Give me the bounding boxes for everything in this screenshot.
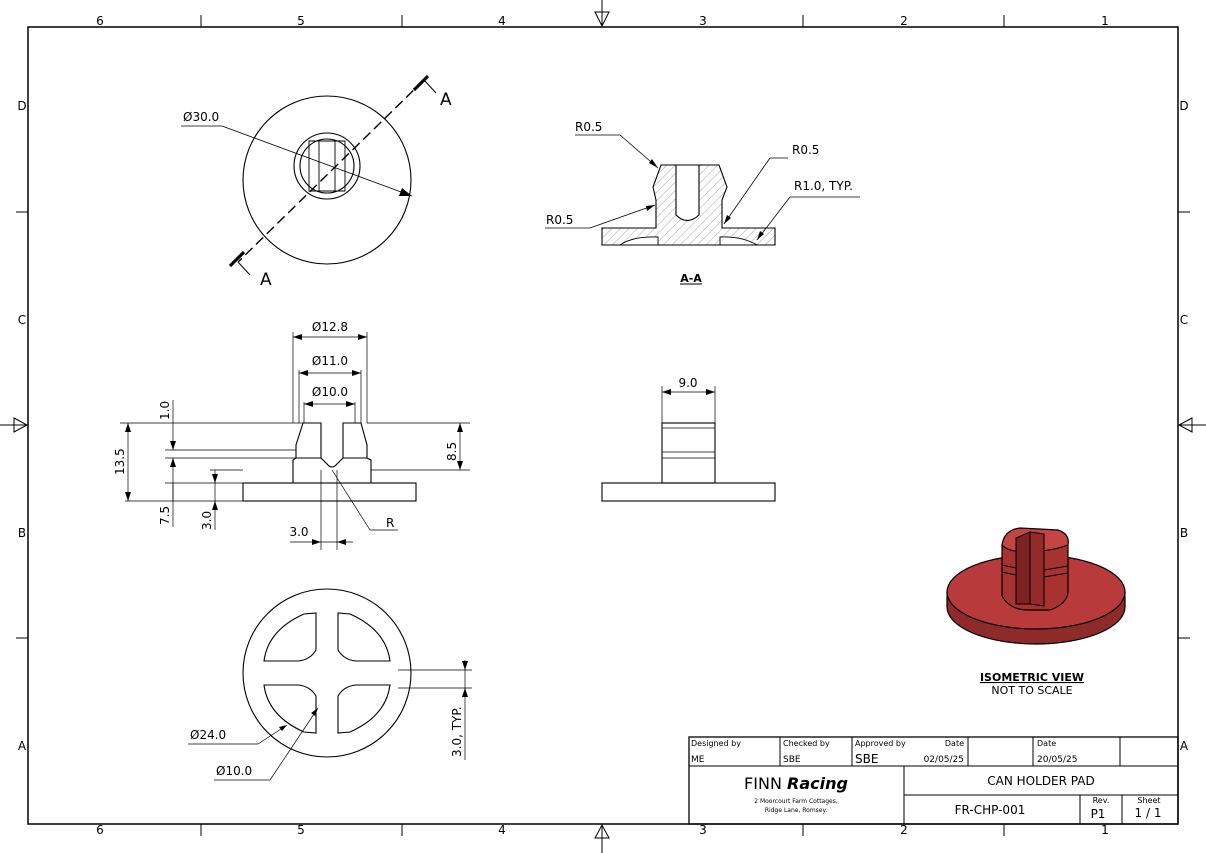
zone-label-top: 3: [699, 14, 707, 28]
bottom-diameter-label: Ø24.0: [190, 728, 226, 742]
iso-title: ISOMETRIC VIEW: [980, 671, 1084, 684]
section-title: A-A: [680, 272, 702, 285]
front-height-label: 1.0: [158, 401, 172, 420]
zone-label-bottom: 1: [1101, 823, 1109, 837]
iso-note: NOT TO SCALE: [991, 684, 1072, 697]
part-title: CAN HOLDER PAD: [987, 774, 1094, 788]
date1-value: 02/05/25: [924, 755, 964, 765]
side-width-label: 9.0: [678, 376, 697, 390]
part-number: FR-CHP-001: [955, 803, 1026, 817]
zone-label-top: 5: [297, 14, 305, 28]
section-radius-label: R0.5: [575, 120, 602, 134]
bottom-view: [188, 588, 472, 781]
zone-label-right: D: [1179, 99, 1188, 113]
date2-label: Date: [1037, 739, 1056, 748]
zone-label-right: C: [1180, 313, 1188, 327]
front-width-label: 3.0: [289, 525, 308, 539]
top-view: [181, 74, 437, 276]
company-name: FINN Racing: [744, 774, 848, 793]
company-address: Ridge Lane, Romsey.: [765, 807, 827, 814]
section-view: [545, 134, 860, 285]
zone-label-top: 2: [900, 14, 908, 28]
zone-label-left: A: [18, 739, 27, 753]
top-view-diameter-label: Ø30.0: [183, 110, 219, 124]
front-diameter-label: Ø12.8: [312, 320, 348, 334]
zone-label-right: B: [1180, 526, 1188, 540]
side-view: [601, 386, 776, 502]
zone-label-bottom: 2: [900, 823, 908, 837]
zone-label-top: 1: [1101, 14, 1109, 28]
approved-by-value: SBE: [855, 752, 878, 766]
designed-by-value: ME: [691, 755, 705, 765]
section-marker-label: A: [260, 270, 272, 290]
designed-by-label: Designed by: [691, 739, 741, 748]
zone-label-left: B: [18, 526, 26, 540]
section-marker-label: A: [440, 90, 452, 110]
zone-label-left: D: [17, 99, 26, 113]
zone-label-bottom: 4: [498, 823, 506, 837]
front-height-label: 3.0: [200, 511, 214, 530]
rev-value: P1: [1091, 807, 1106, 821]
front-radius-label: R: [386, 516, 394, 530]
section-radius-label: R0.5: [546, 213, 573, 227]
zone-label-top: 6: [96, 14, 104, 28]
zone-label-top: 4: [498, 14, 506, 28]
front-height-label: 13.5: [113, 448, 127, 475]
approved-by-label: Approved by: [855, 739, 906, 748]
checked-by-value: SBE: [783, 755, 801, 765]
date1-label: Date: [945, 739, 964, 748]
zone-label-bottom: 6: [96, 823, 104, 837]
zone-label-bottom: 3: [699, 823, 707, 837]
front-diameter-label: Ø11.0: [312, 354, 348, 368]
zone-label-bottom: 5: [297, 823, 305, 837]
zone-label-right: A: [1180, 739, 1189, 753]
front-diameter-label: Ø10.0: [312, 385, 348, 399]
date2-value: 20/05/25: [1037, 755, 1077, 765]
sheet-value: 1 / 1: [1135, 806, 1162, 820]
bottom-diameter-label: Ø10.0: [216, 764, 252, 778]
zone-label-left: C: [18, 313, 26, 327]
front-view: [120, 332, 470, 550]
checked-by-label: Checked by: [783, 739, 830, 748]
front-height-label: 8.5: [445, 442, 459, 461]
section-radius-label: R1.0, TYP.: [794, 179, 853, 193]
company-address: 2 Moorcourt Farm Cottages,: [754, 798, 838, 805]
front-height-label: 7.5: [158, 506, 172, 525]
bottom-rib-label: 3.0, TYP.: [450, 706, 464, 757]
rev-label: Rev.: [1093, 796, 1110, 805]
section-radius-label: R0.5: [792, 143, 819, 157]
isometric-view: [946, 527, 1126, 645]
sheet-label: Sheet: [1137, 796, 1160, 805]
title-block: [688, 736, 1179, 825]
